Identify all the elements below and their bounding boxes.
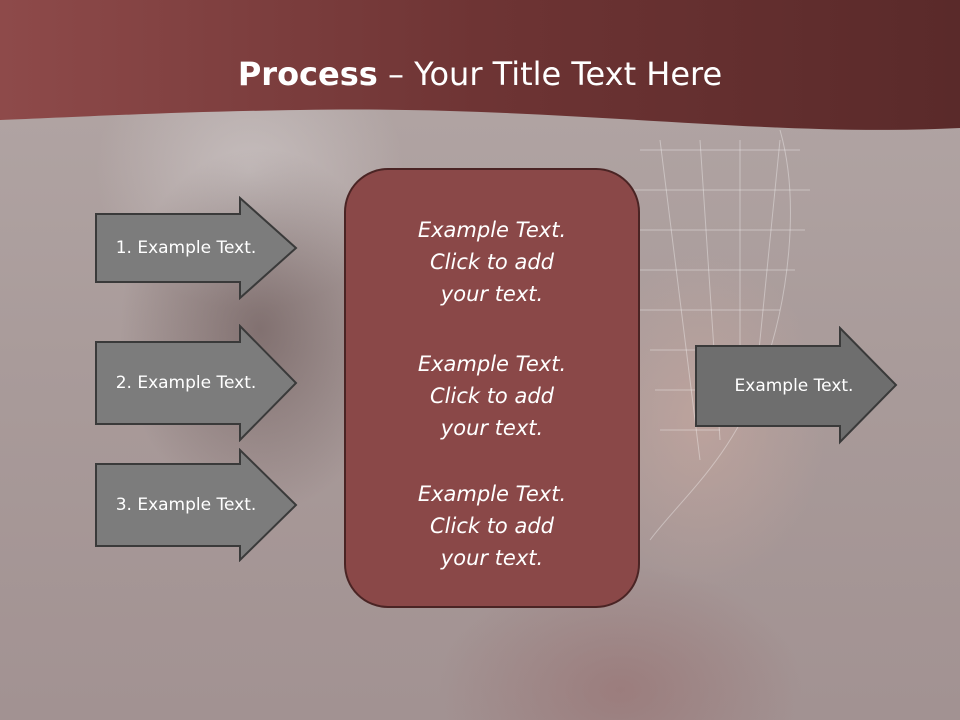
center-text-block-3: Example Text. Click to add your text. xyxy=(346,478,638,574)
block-line: Example Text. xyxy=(417,352,567,376)
arrow-shape xyxy=(95,448,298,562)
block-line: your text. xyxy=(440,282,544,306)
block-line: Example Text. xyxy=(417,482,567,506)
block-line: Click to add xyxy=(429,514,554,538)
title-banner xyxy=(0,0,960,130)
block-line: your text. xyxy=(440,416,544,440)
arrow-label: Example Text. xyxy=(734,376,854,396)
slide-title[interactable]: Process – Your Title Text Here xyxy=(0,52,960,96)
left-arrow-2[interactable]: 2. Example Text. xyxy=(94,324,300,442)
block-line: Example Text. xyxy=(417,218,567,242)
block-line: your text. xyxy=(440,546,544,570)
arrow-label: 2. Example Text. xyxy=(115,373,257,393)
block-line: Click to add xyxy=(429,384,554,408)
center-text-block-1: Example Text. Click to add your text. xyxy=(346,214,638,310)
left-arrow-3[interactable]: 3. Example Text. xyxy=(94,448,300,562)
center-text-block-2: Example Text. Click to add your text. xyxy=(346,348,638,444)
block-line: Click to add xyxy=(429,250,554,274)
title-rest: – Your Title Text Here xyxy=(377,55,723,93)
arrow-shape xyxy=(695,326,898,445)
left-arrow-1[interactable]: 1. Example Text. xyxy=(94,196,300,300)
right-arrow[interactable]: Example Text. xyxy=(694,326,900,446)
center-text-box[interactable]: Example Text. Click to add your text. Ex… xyxy=(344,168,640,608)
title-bold: Process xyxy=(237,55,378,93)
arrow-shape xyxy=(95,196,298,300)
arrow-label: 3. Example Text. xyxy=(115,495,257,515)
arrow-label: 1. Example Text. xyxy=(115,238,257,258)
arrow-shape xyxy=(95,324,298,442)
